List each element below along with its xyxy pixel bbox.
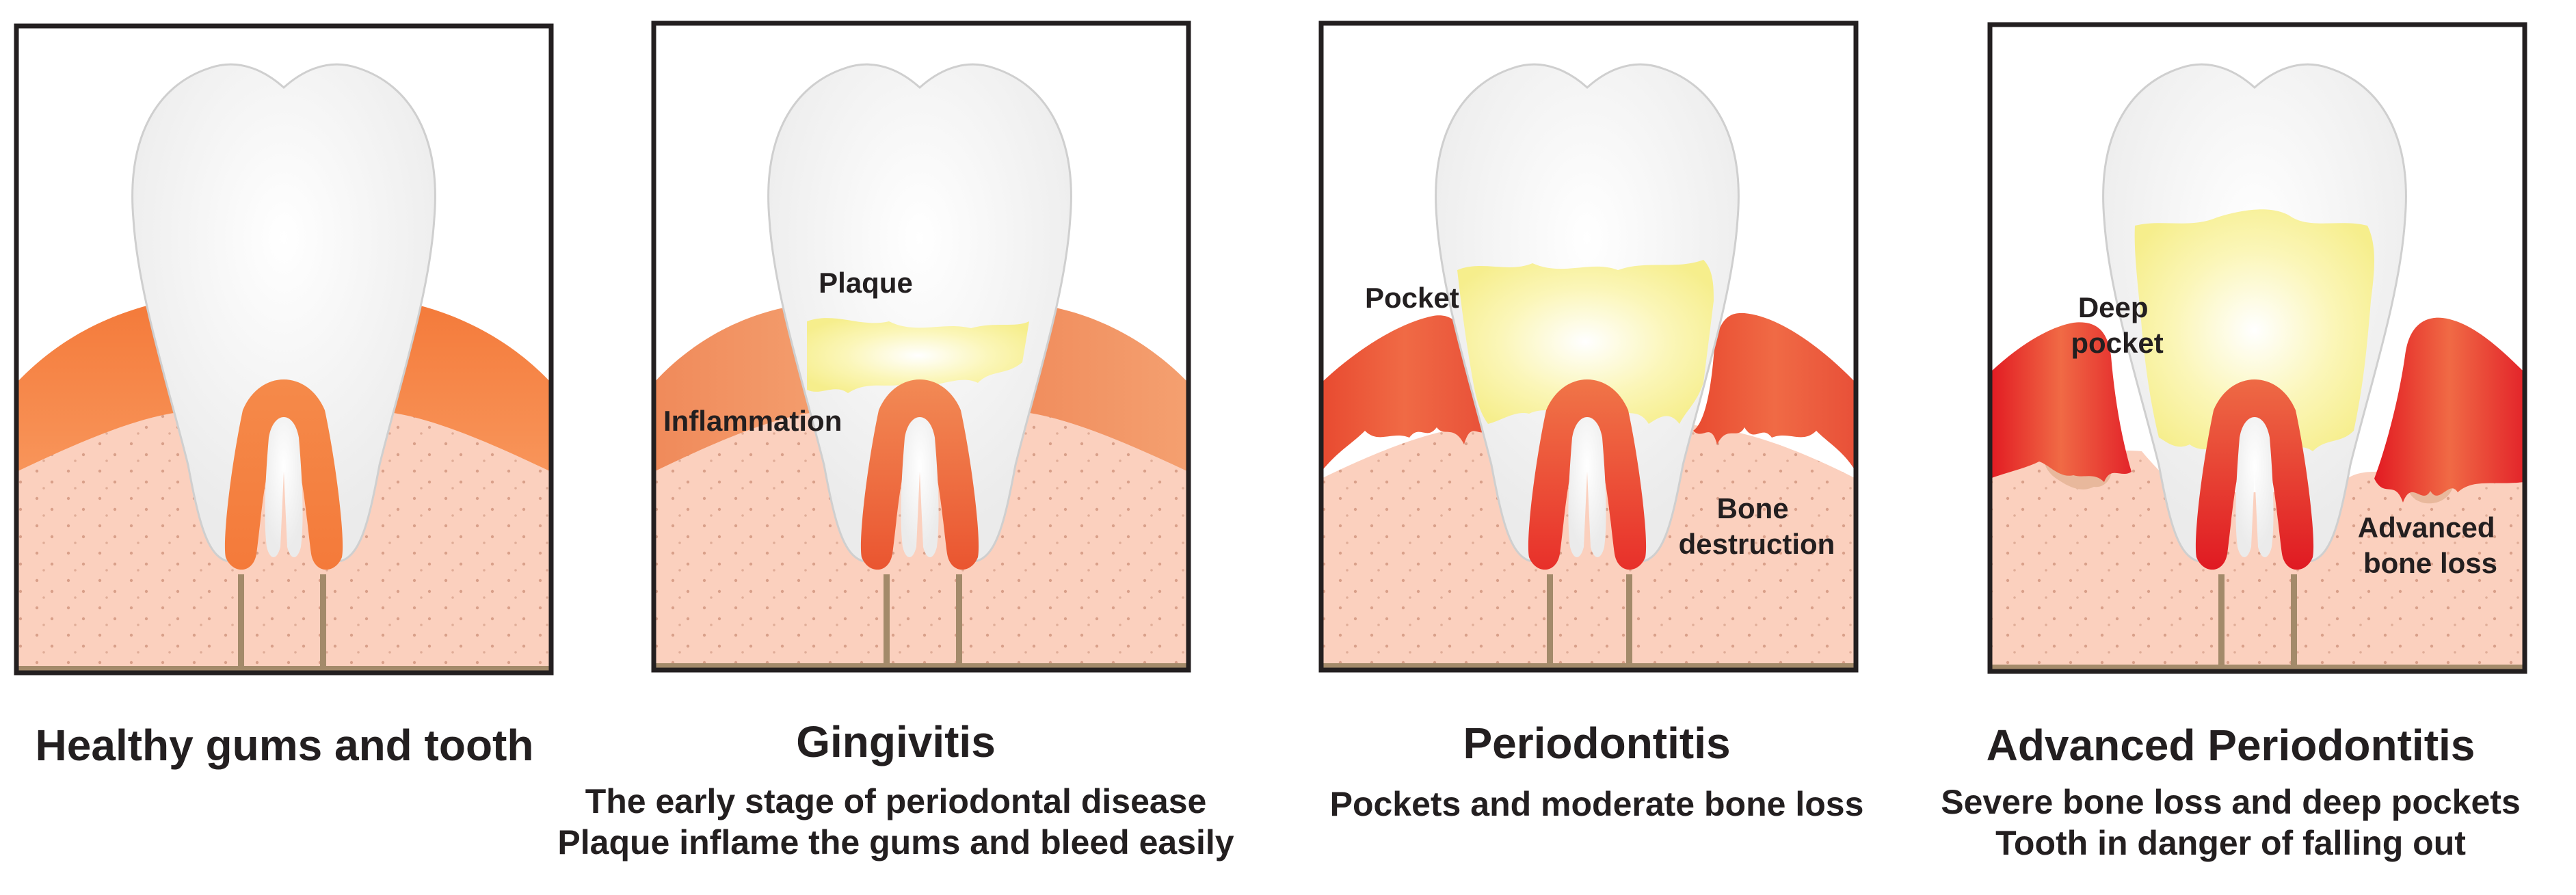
caption-subtitle-line: Tooth in danger of falling out	[1995, 824, 2466, 863]
panel-gingivitis: Plaque Inflammation	[651, 21, 1191, 673]
plaque	[1457, 260, 1714, 424]
panel-healthy	[14, 23, 554, 676]
root-canal	[320, 574, 326, 667]
caption-periodontitis: Periodontitis Pockets and moderate bone …	[1221, 719, 1973, 825]
plaque	[807, 318, 1029, 393]
caption-healthy: Healthy gums and tooth	[11, 721, 558, 770]
root-canal	[2291, 574, 2297, 666]
root-canal	[1626, 574, 1632, 665]
root-pulp	[224, 379, 343, 570]
caption-subtitle-line: Pockets and moderate bone loss	[1329, 785, 1864, 824]
caption-subtitle-line: The early stage of periodontal disease	[585, 782, 1207, 821]
label-advanced-bone-loss: Advanced bone loss	[2358, 511, 2503, 579]
caption-subtitle-line: Severe bone loss and deep pockets	[1941, 783, 2521, 822]
gum-severe	[1990, 322, 2132, 482]
root-canal	[238, 574, 244, 667]
plaque	[2134, 209, 2374, 451]
label-inflammation: Inflammation	[663, 405, 842, 437]
label-bone-destruction: Bone destruction	[1679, 492, 1835, 560]
panel-frame	[14, 23, 554, 676]
root-pulp	[1528, 379, 1647, 570]
root-pulp	[860, 379, 979, 570]
panel-periodontitis: Pocket Bone destruction	[1318, 21, 1859, 673]
label-deep-pocket: Deep pocket	[2071, 291, 2163, 359]
root-canal	[1547, 574, 1553, 665]
root-pulp	[2195, 379, 2314, 570]
caption-subtitle-line: Plaque inflame the gums and bleed easily	[557, 823, 1234, 862]
panel-advanced-periodontitis: Deep pocket Advanced bone loss	[1987, 22, 2527, 674]
gum-receded	[1321, 315, 1488, 472]
root-canal	[956, 574, 962, 665]
caption-gingivitis: Gingivitis The early stage of periodonta…	[520, 718, 1272, 863]
label-pocket: Pocket	[1365, 282, 1459, 314]
panel-frame	[1318, 21, 1859, 673]
caption-title: Advanced Periodontitis	[1986, 721, 2475, 770]
panel-frame	[1987, 22, 2527, 674]
root-canal	[2218, 574, 2225, 666]
caption-advanced-periodontitis: Advanced Periodontitis Severe bone loss …	[1885, 721, 2576, 864]
caption-title: Gingivitis	[796, 717, 996, 766]
panel-frame	[651, 21, 1191, 673]
label-plaque: Plaque	[819, 267, 913, 299]
caption-title: Healthy gums and tooth	[35, 721, 534, 770]
root-canal	[884, 574, 890, 665]
caption-title: Periodontitis	[1463, 719, 1731, 768]
